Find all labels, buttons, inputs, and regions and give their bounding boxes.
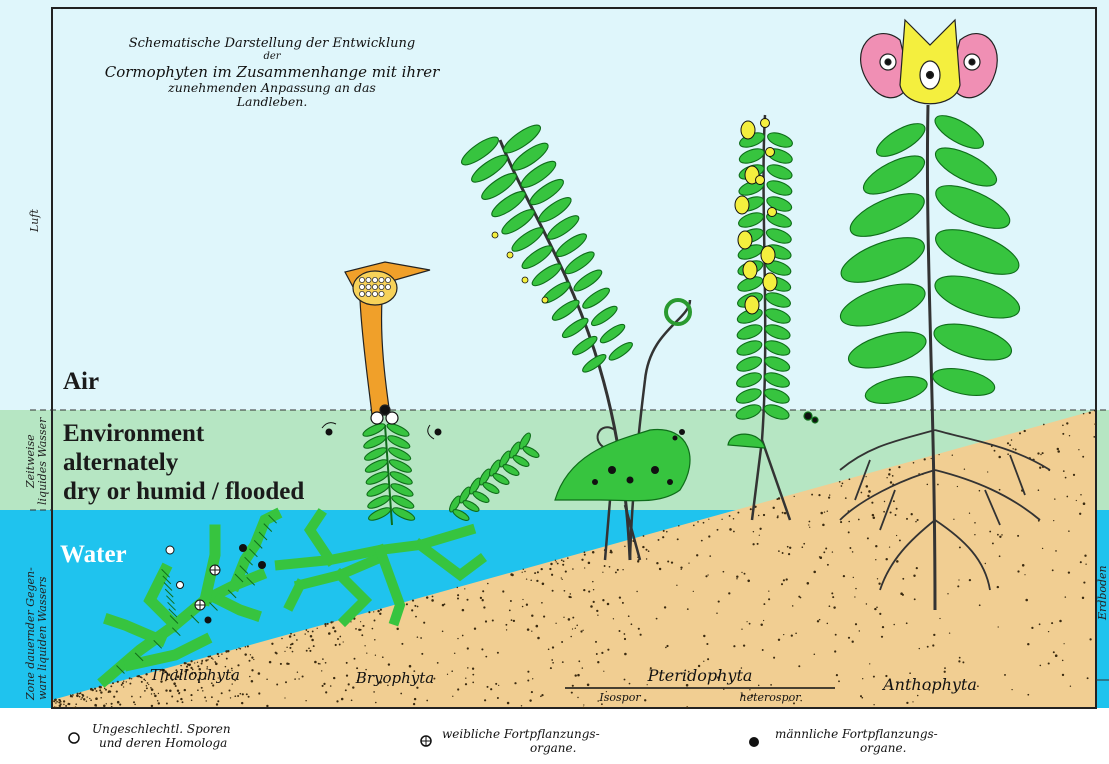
spore-symbol — [69, 733, 79, 743]
group-label-pteridophyta: Pteridophyta — [647, 666, 753, 685]
legend-male-1: männliche Fortpflanzungs- — [775, 727, 938, 741]
legend-spores-1: Ungeschlechtl. Sporen — [92, 722, 231, 736]
zone-label-mixed-3: dry or humid / flooded — [63, 478, 304, 505]
group-label-isospor: Isospor — [598, 691, 641, 704]
group-label-anthophyta: Anthophyta — [881, 675, 977, 694]
title-line-3: Cormophyten im Zusammenhange mit ihrer — [105, 63, 440, 81]
legend-spores-2: und deren Homologa — [99, 736, 227, 750]
zone-label-water: Water — [60, 541, 127, 568]
title-line-5: Landleben. — [236, 94, 308, 109]
legend-male-2: organe. — [860, 741, 906, 755]
male-symbol — [749, 737, 759, 747]
side-label-erdboden: Erdboden — [1096, 565, 1109, 621]
legend-female-2: organe. — [530, 741, 576, 755]
side-label-luft: Luft — [28, 209, 41, 233]
side-label-zone-2: wart liquiden Wassers — [36, 576, 49, 700]
title-line-4: zunehmenden Anpassung an das — [167, 80, 376, 95]
side-label-zeitweise-2: liquides Wasser — [36, 417, 49, 505]
group-label-bryophyta: Bryophyta — [355, 669, 434, 687]
title-line-2: der — [263, 51, 281, 62]
zone-label-mixed-1: Environment — [63, 420, 205, 447]
group-label-thallophyta: Thallophyta — [150, 666, 240, 684]
zone-label-air: Air — [63, 368, 99, 395]
title-line-1: Schematische Darstellung der Entwicklung — [129, 36, 415, 51]
legend-female-1: weibliche Fortpflanzungs- — [442, 727, 600, 741]
group-label-heterospor: heterospor — [740, 691, 802, 704]
zone-label-mixed-2: alternately — [63, 449, 179, 476]
